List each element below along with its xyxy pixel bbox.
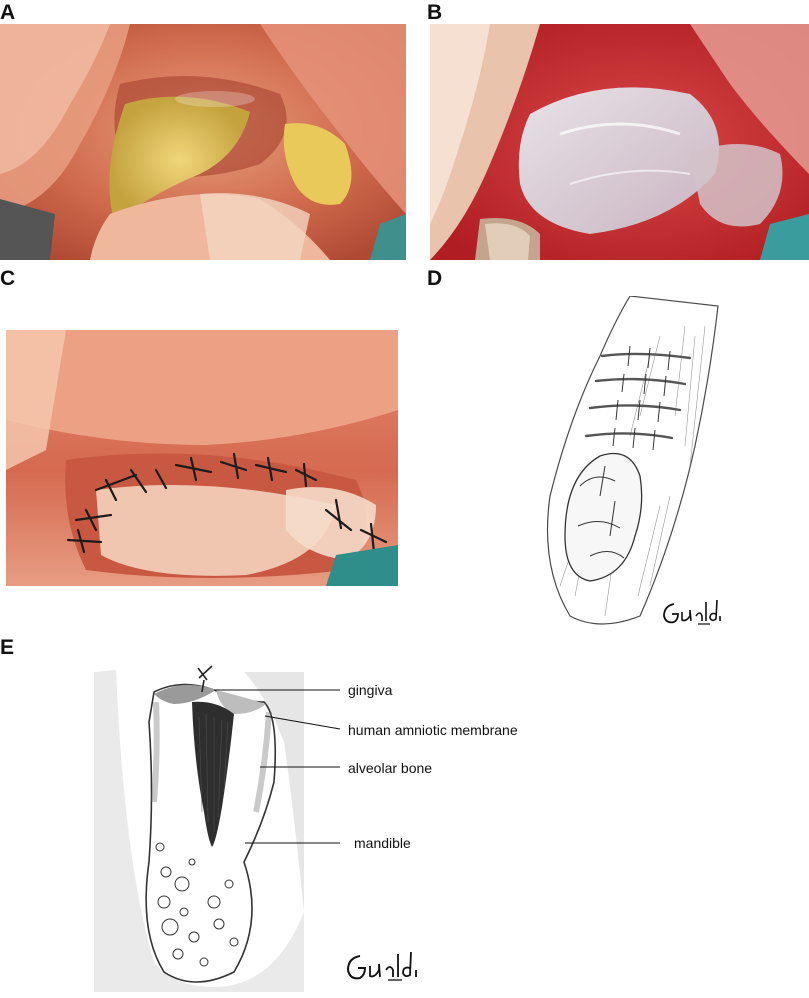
photo-a-extraction-socket bbox=[0, 24, 406, 260]
panel-label-c: C bbox=[0, 267, 16, 290]
illustration-d-sutured-ridge bbox=[520, 296, 760, 632]
panel-label-a: A bbox=[0, 1, 16, 24]
label-human-amniotic-membrane: human amniotic membrane bbox=[348, 722, 518, 738]
artist-signature-d bbox=[660, 596, 726, 630]
illustration-e-cross-section bbox=[94, 662, 304, 992]
label-gingiva: gingiva bbox=[348, 682, 393, 698]
photo-b-amniotic-membrane-placement bbox=[430, 24, 809, 260]
label-mandible: mandible bbox=[354, 835, 411, 851]
artist-signature-e bbox=[344, 948, 424, 986]
leader-line-amniotic-membrane bbox=[264, 715, 341, 730]
panel-label-e: E bbox=[0, 636, 15, 659]
label-alveolar-bone: alveolar bone bbox=[348, 760, 433, 776]
panel-label-b: B bbox=[427, 1, 443, 24]
panel-label-d: D bbox=[427, 267, 443, 290]
photo-c-sutured-flap bbox=[6, 330, 398, 586]
